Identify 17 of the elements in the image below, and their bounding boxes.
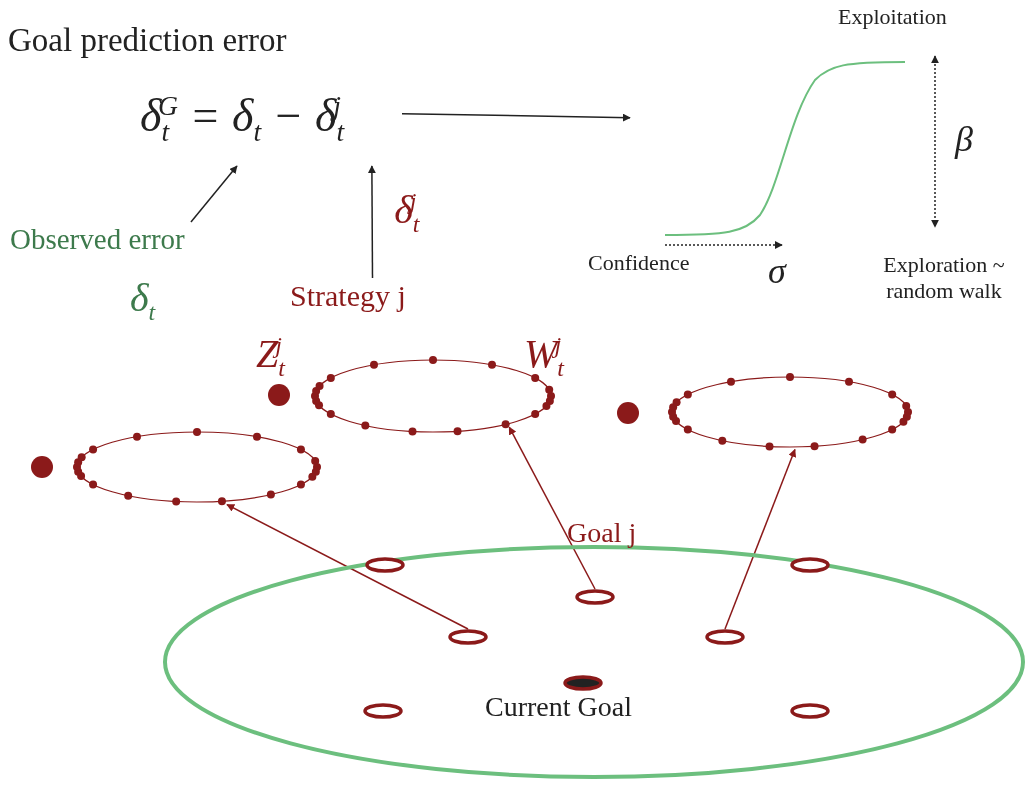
arrow <box>508 426 596 590</box>
arrow <box>724 448 797 630</box>
axis-label: Confidence <box>588 250 690 276</box>
arrow <box>401 113 631 122</box>
arrow <box>226 503 469 630</box>
axis-label: Exploration ~ random walk <box>882 252 1006 304</box>
observed-error-label: Observed error <box>10 222 185 257</box>
axis-label: Exploitation <box>838 4 947 30</box>
goal-label: Goal j <box>567 517 637 549</box>
title: Goal prediction error <box>8 22 287 59</box>
parameter-symbol: σ <box>768 250 786 292</box>
current-goal-label: Current Goal <box>485 691 632 723</box>
strategy-label: Strategy j <box>290 278 406 314</box>
arrow <box>367 165 376 279</box>
observed-error-symbol: δ$_{t}$ <box>130 274 156 321</box>
parameter-symbol: β <box>955 118 973 160</box>
arrow <box>190 165 238 223</box>
